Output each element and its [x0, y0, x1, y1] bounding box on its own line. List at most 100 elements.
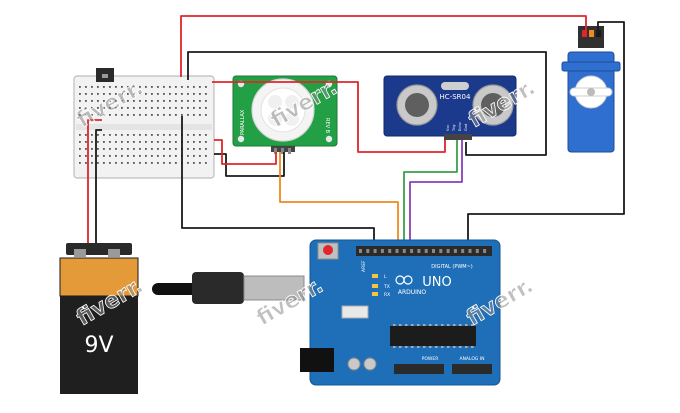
breadboard-hole	[175, 86, 177, 88]
arduino-header-pin	[373, 249, 377, 253]
arduino-header-pin	[395, 249, 399, 253]
breadboard-hole	[109, 93, 111, 95]
chip-pin	[423, 324, 426, 326]
breadboard-hole	[199, 141, 201, 143]
breadboard-hole	[163, 93, 165, 95]
breadboard-hole	[85, 155, 87, 157]
breadboard-hole	[199, 148, 201, 150]
breadboard-hole	[169, 93, 171, 95]
breadboard-hole	[187, 114, 189, 116]
breadboard-hole	[79, 86, 81, 88]
breadboard-hole	[151, 107, 153, 109]
breadboard-hole	[139, 93, 141, 95]
chip-pin	[447, 346, 450, 348]
arduino-header-pin	[461, 249, 465, 253]
chip-pin	[465, 346, 468, 348]
breadboard-hole	[145, 141, 147, 143]
breadboard-hole	[127, 148, 129, 150]
breadboard-hole	[85, 134, 87, 136]
breadboard-hole	[163, 141, 165, 143]
wire-black-gnd	[181, 116, 375, 240]
pir-sensor: PARALLAX REV B	[232, 75, 338, 154]
breadboard-hole	[91, 93, 93, 95]
arduino-header-pin	[402, 249, 406, 253]
breadboard-hole	[145, 148, 147, 150]
breadboard-hole	[79, 100, 81, 102]
breadboard-hole	[103, 114, 105, 116]
arduino-tx-label: TX	[383, 284, 390, 290]
wire-red-battery	[87, 119, 102, 244]
breadboard-hole	[145, 155, 147, 157]
breadboard-hole	[175, 155, 177, 157]
breadboard-hole	[103, 100, 105, 102]
breadboard-hole	[169, 100, 171, 102]
ultrasonic-pin-label: Vcc	[446, 125, 450, 131]
breadboard-hole	[121, 162, 123, 164]
breadboard-hole	[103, 134, 105, 136]
breadboard-hole	[169, 162, 171, 164]
breadboard-hole	[157, 148, 159, 150]
breadboard-hole	[175, 162, 177, 164]
breadboard-hole	[187, 93, 189, 95]
breadboard-hole	[109, 141, 111, 143]
breadboard-hole	[103, 93, 105, 95]
wire-red-ultrasonic	[212, 81, 446, 153]
breadboard-hole	[187, 148, 189, 150]
breadboard-hole	[133, 141, 135, 143]
chip-pin	[429, 324, 432, 326]
breadboard-hole	[133, 114, 135, 116]
breadboard-hole	[85, 107, 87, 109]
chip-pin	[435, 324, 438, 326]
arduino-brand-label: ARDUINO	[398, 289, 427, 296]
breadboard-hole	[85, 93, 87, 95]
breadboard-hole	[139, 107, 141, 109]
chip-pin	[465, 324, 468, 326]
arduino-header-pin	[359, 249, 362, 253]
breadboard-hole	[109, 155, 111, 157]
breadboard-hole	[187, 141, 189, 143]
breadboard-hole	[157, 114, 159, 116]
chip-pin	[423, 346, 426, 348]
chip-pin	[435, 346, 438, 348]
breadboard-hole	[205, 93, 207, 95]
breadboard-hole	[205, 148, 207, 150]
breadboard-hole	[91, 134, 93, 136]
breadboard-hole	[85, 100, 87, 102]
chip-pin	[441, 346, 444, 348]
arduino-l-label: L	[384, 274, 387, 280]
wire-black-battery	[95, 129, 102, 244]
wire-black-top	[187, 51, 547, 156]
breadboard-hole	[127, 141, 129, 143]
breadboard-hole	[121, 155, 123, 157]
breadboard-hole	[163, 155, 165, 157]
breadboard-hole	[187, 100, 189, 102]
breadboard-hole	[175, 134, 177, 136]
breadboard-hole	[169, 107, 171, 109]
breadboard-hole	[103, 155, 105, 157]
breadboard-hole	[175, 107, 177, 109]
breadboard-hole	[157, 93, 159, 95]
breadboard-hole	[151, 141, 153, 143]
chip-pin	[405, 346, 408, 348]
breadboard-hole	[205, 155, 207, 157]
breadboard-hole	[127, 107, 129, 109]
breadboard-hole	[97, 141, 99, 143]
chip-pin	[399, 346, 402, 348]
breadboard-hole	[139, 100, 141, 102]
breadboard-hole	[79, 155, 81, 157]
ultrasonic-pin-label: Gnd	[464, 124, 468, 131]
breadboard-hole	[199, 114, 201, 116]
breadboard-hole	[151, 162, 153, 164]
breadboard-hole	[181, 100, 183, 102]
breadboard-hole	[175, 141, 177, 143]
breadboard-hole	[139, 134, 141, 136]
breadboard-hole	[175, 100, 177, 102]
breadboard-hole	[169, 141, 171, 143]
wire-red-pir	[214, 139, 277, 165]
breadboard-hole	[199, 86, 201, 88]
arduino-header-pin	[453, 249, 457, 253]
breadboard-hole	[157, 100, 159, 102]
breadboard-hole	[79, 148, 81, 150]
arduino-header-pin	[424, 249, 428, 253]
